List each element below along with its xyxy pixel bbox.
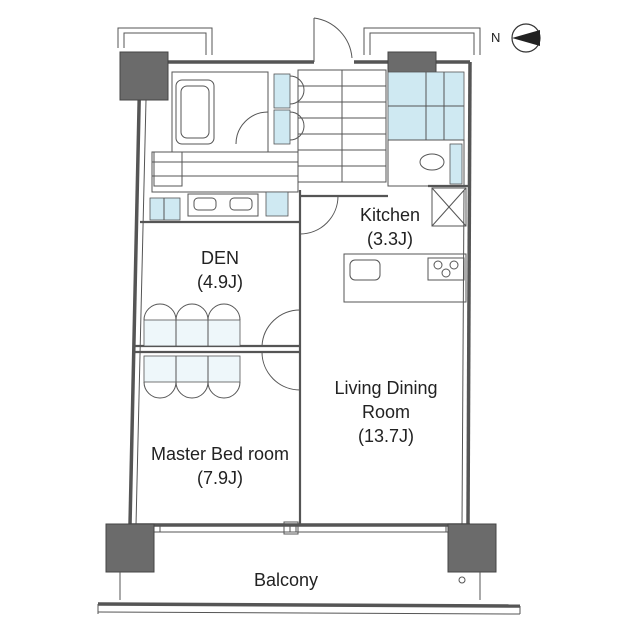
den-door bbox=[299, 195, 339, 235]
top-railings bbox=[117, 27, 481, 55]
kitchen-label: Kitchen (3.3J) bbox=[340, 203, 440, 251]
room-doors bbox=[261, 309, 301, 391]
living-name-line2: Room bbox=[361, 402, 410, 422]
living-label: Living Dining Room (13.7J) bbox=[306, 376, 466, 448]
den-size: (4.9J) bbox=[196, 272, 243, 292]
den-label: DEN (4.9J) bbox=[170, 246, 270, 294]
den-name: DEN bbox=[200, 248, 239, 268]
compass-icon bbox=[511, 23, 541, 53]
compass-north-label: N bbox=[491, 30, 501, 45]
kitchen-size: (3.3J) bbox=[366, 229, 413, 249]
window-frames bbox=[159, 521, 447, 535]
bathroom bbox=[171, 71, 269, 153]
kitchen-name: Kitchen bbox=[359, 205, 421, 225]
washroom bbox=[149, 151, 299, 221]
master-bedroom-size: (7.9J) bbox=[196, 468, 243, 488]
kitchen-counter bbox=[343, 253, 467, 303]
balcony-area bbox=[97, 572, 521, 615]
living-size: (13.7J) bbox=[357, 426, 415, 446]
entrance-door bbox=[313, 17, 353, 62]
balcony-label: Balcony bbox=[236, 568, 336, 592]
hall-closets bbox=[273, 73, 305, 145]
pantry bbox=[431, 187, 467, 227]
toilet-room bbox=[387, 71, 465, 187]
balcony-name: Balcony bbox=[253, 570, 319, 590]
master-bedroom-name: Master Bed room bbox=[150, 444, 290, 464]
den-closets bbox=[143, 303, 241, 399]
living-name-line1: Living Dining bbox=[334, 378, 438, 398]
master-bedroom-label: Master Bed room (7.9J) bbox=[138, 442, 302, 490]
genkan-floor bbox=[297, 69, 387, 183]
